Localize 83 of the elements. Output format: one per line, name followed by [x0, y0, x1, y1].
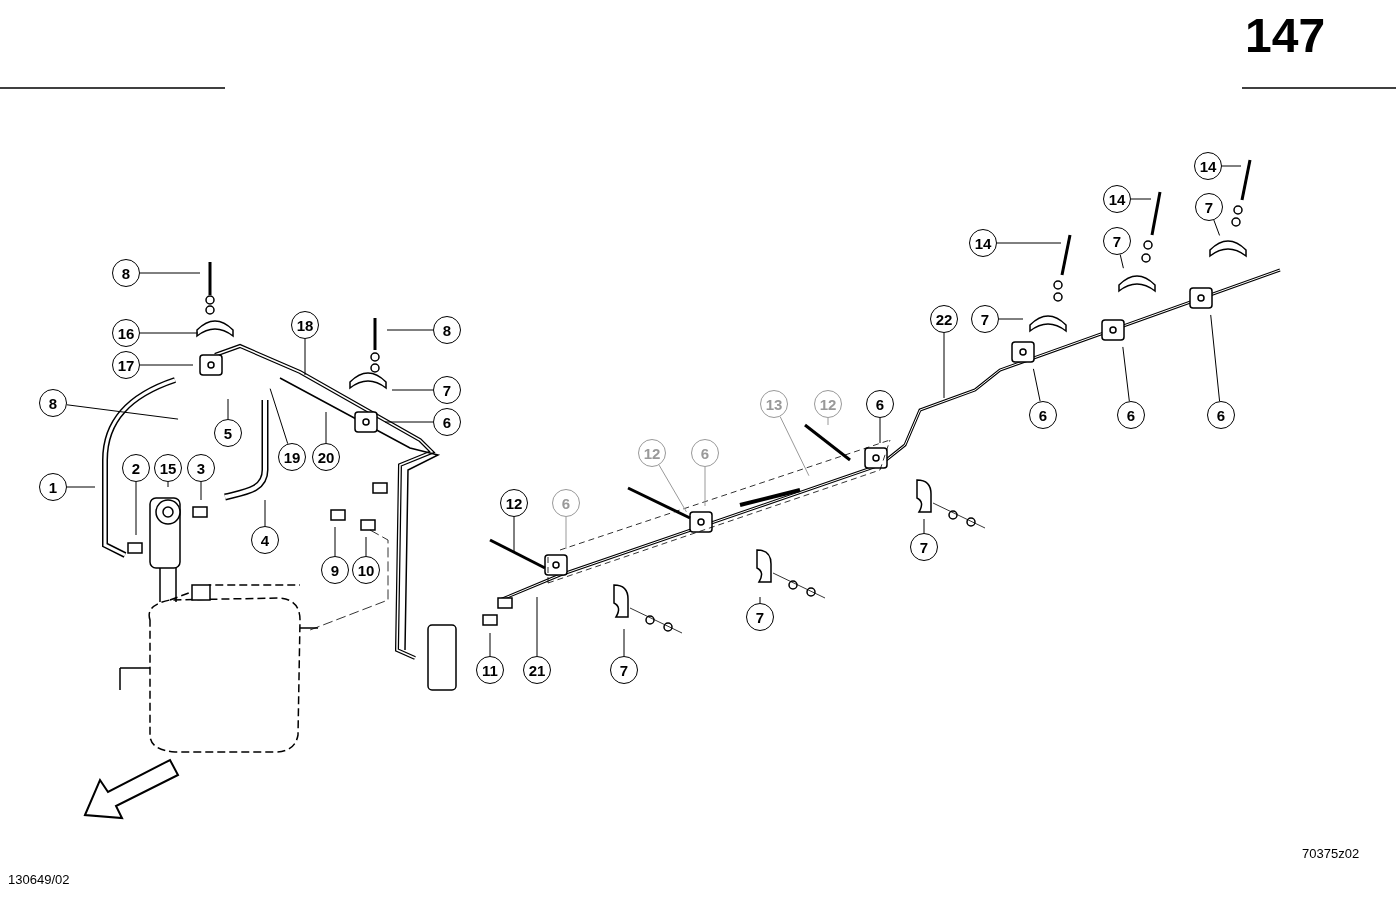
leader-line	[879, 417, 881, 444]
callout-number: 2	[122, 454, 150, 482]
callout-number: 5	[214, 419, 242, 447]
callout-number: 6	[433, 408, 461, 436]
leader-line	[1210, 314, 1221, 402]
callout-number: 12	[638, 439, 666, 467]
reference-number: 70375z02	[1302, 846, 1360, 861]
leader-line	[827, 417, 829, 426]
leader-line	[623, 628, 625, 657]
leader-line	[779, 416, 810, 477]
leader-line	[365, 536, 367, 557]
leader-line	[269, 388, 289, 445]
callout-number: 7	[910, 533, 938, 561]
callout-number: 6	[691, 439, 719, 467]
callout-number: 22	[930, 305, 958, 333]
page-number: 147	[1245, 8, 1326, 63]
callout-number: 20	[312, 443, 340, 471]
callout-number: 7	[433, 376, 461, 404]
callout-number: 9	[321, 556, 349, 584]
leader-line	[66, 404, 179, 420]
callout-number: 6	[1117, 401, 1145, 429]
callout-number: 7	[1103, 227, 1131, 255]
leader-line	[704, 466, 706, 507]
callout-number: 7	[746, 603, 774, 631]
leader-line	[998, 318, 1024, 320]
callout-number: 14	[1194, 152, 1222, 180]
callout-number: 14	[969, 229, 997, 257]
callout-number: 15	[154, 454, 182, 482]
leader-line	[996, 242, 1062, 244]
leader-line	[536, 596, 538, 657]
callout-number: 3	[187, 454, 215, 482]
leader-line	[135, 481, 137, 536]
callout-number: 12	[814, 390, 842, 418]
leader-line	[1122, 346, 1130, 402]
callout-number: 6	[1029, 401, 1057, 429]
leader-line	[66, 486, 96, 488]
leader-line	[139, 272, 201, 274]
leader-line	[227, 398, 229, 420]
callout-number: 8	[433, 316, 461, 344]
callout-number: 8	[39, 389, 67, 417]
callout-number: 4	[251, 526, 279, 554]
leader-line	[386, 329, 434, 331]
callout-number: 12	[500, 489, 528, 517]
leader-line	[139, 364, 194, 366]
callout-number: 7	[610, 656, 638, 684]
leader-line	[565, 516, 567, 550]
leader-line	[334, 526, 336, 557]
leader-line	[759, 596, 761, 604]
callout-number: 6	[1207, 401, 1235, 429]
leader-line	[391, 389, 434, 391]
callout-number: 17	[112, 351, 140, 379]
leader-line	[513, 516, 515, 554]
callout-number: 14	[1103, 185, 1131, 213]
leader-line	[1221, 165, 1242, 167]
callout-number: 21	[523, 656, 551, 684]
leader-line	[139, 332, 199, 334]
leader-line	[200, 481, 202, 501]
leader-line	[325, 411, 327, 444]
callout-number: 19	[278, 443, 306, 471]
leader-line	[264, 499, 266, 527]
callout-number: 16	[112, 319, 140, 347]
leader-line	[943, 332, 945, 399]
callout-number: 11	[476, 656, 504, 684]
leader-line	[658, 464, 687, 513]
reference-number: 130649/02	[8, 872, 70, 887]
leader-line	[489, 632, 491, 657]
leader-line	[384, 421, 434, 423]
callout-number: 8	[112, 259, 140, 287]
callout-number: 10	[352, 556, 380, 584]
leader-line	[1032, 368, 1041, 402]
callout-number: 1	[39, 473, 67, 501]
callout-number: 6	[866, 390, 894, 418]
leader-line	[167, 481, 169, 488]
leader-line	[304, 338, 306, 376]
callout-number: 13	[760, 390, 788, 418]
leader-line	[923, 518, 925, 534]
callout-number: 6	[552, 489, 580, 517]
callout-number: 18	[291, 311, 319, 339]
leader-line	[1119, 254, 1124, 269]
callout-number: 7	[971, 305, 999, 333]
leader-line	[1130, 198, 1152, 200]
leader-line	[1213, 219, 1221, 236]
callout-number: 7	[1195, 193, 1223, 221]
